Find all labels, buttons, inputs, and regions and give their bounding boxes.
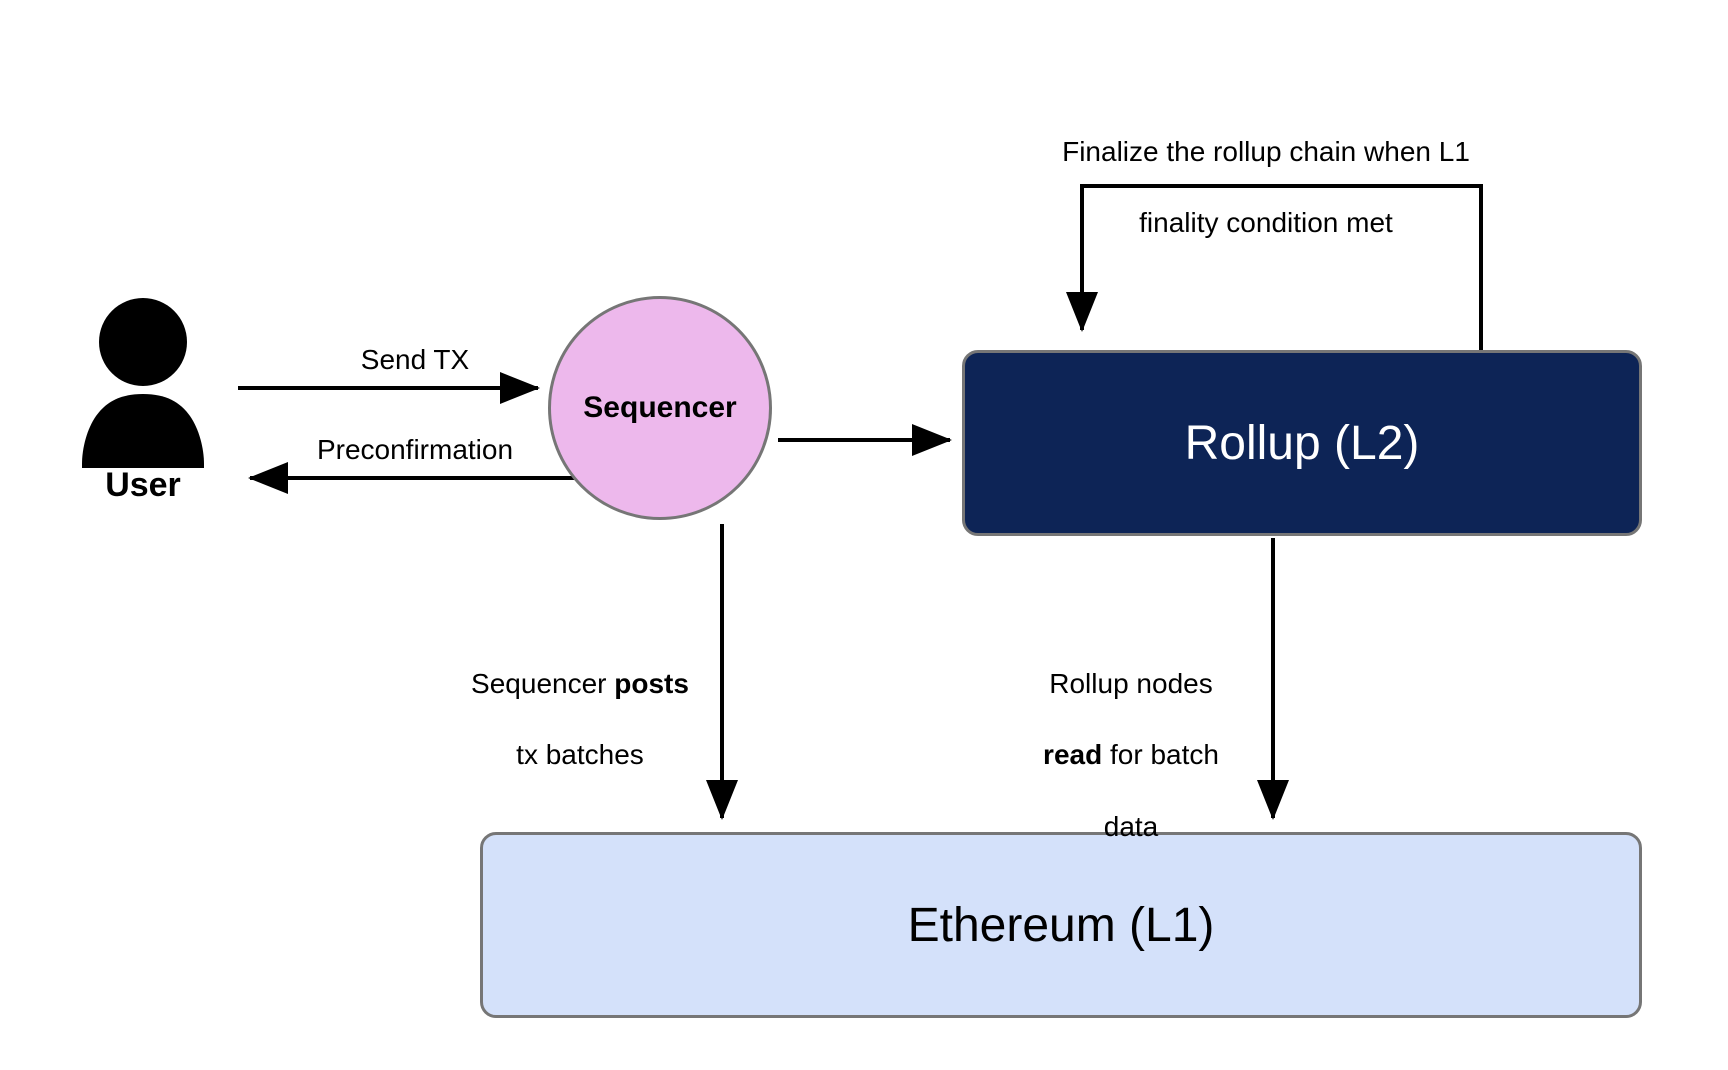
ethereum-l1-label: Ethereum (L1) [907, 898, 1215, 952]
edge-label-finalize-line1: Finalize the rollup chain when L1 [1062, 135, 1470, 167]
post-batches-bold: posts [614, 667, 689, 699]
ethereum-l1-node[interactable]: Ethereum (L1) [480, 832, 1642, 1018]
edge-label-read-batches-line1: Rollup nodes [1049, 667, 1213, 699]
rollup-l2-label: Rollup (L2) [1184, 416, 1420, 470]
edge-label-preconfirmation: Preconfirmation [316, 434, 514, 465]
edge-label-read-batches: Rollup nodes read for batch data [1006, 630, 1256, 881]
user-label: User [105, 465, 181, 504]
rollup-l2-node[interactable]: Rollup (L2) [962, 350, 1642, 536]
edge-label-finalize-line2: finality condition met [1139, 207, 1393, 239]
sequencer-node[interactable]: Sequencer [548, 296, 772, 520]
edge-label-post-batches: Sequencer posts tx batches [440, 630, 720, 809]
edge-label-finalize: Finalize the rollup chain when L1 finali… [1016, 98, 1516, 277]
edge-label-send-tx: Send TX [360, 344, 470, 375]
read-batches-text-2: for batch [1102, 739, 1219, 771]
edge-label-post-batches-line1: Sequencer posts [440, 666, 720, 702]
read-batches-bold: read [1043, 739, 1103, 771]
edge-label-read-batches-line3: data [1103, 811, 1159, 843]
edge-finalize-loop [1066, 184, 1483, 350]
sequencer-label: Sequencer [583, 391, 737, 424]
edge-label-read-batches-line2: read for batch [1006, 737, 1256, 773]
post-batches-text-1: Sequencer [471, 667, 615, 699]
user-silhouette-icon [68, 296, 218, 468]
edge-label-post-batches-line2: tx batches [516, 739, 644, 771]
